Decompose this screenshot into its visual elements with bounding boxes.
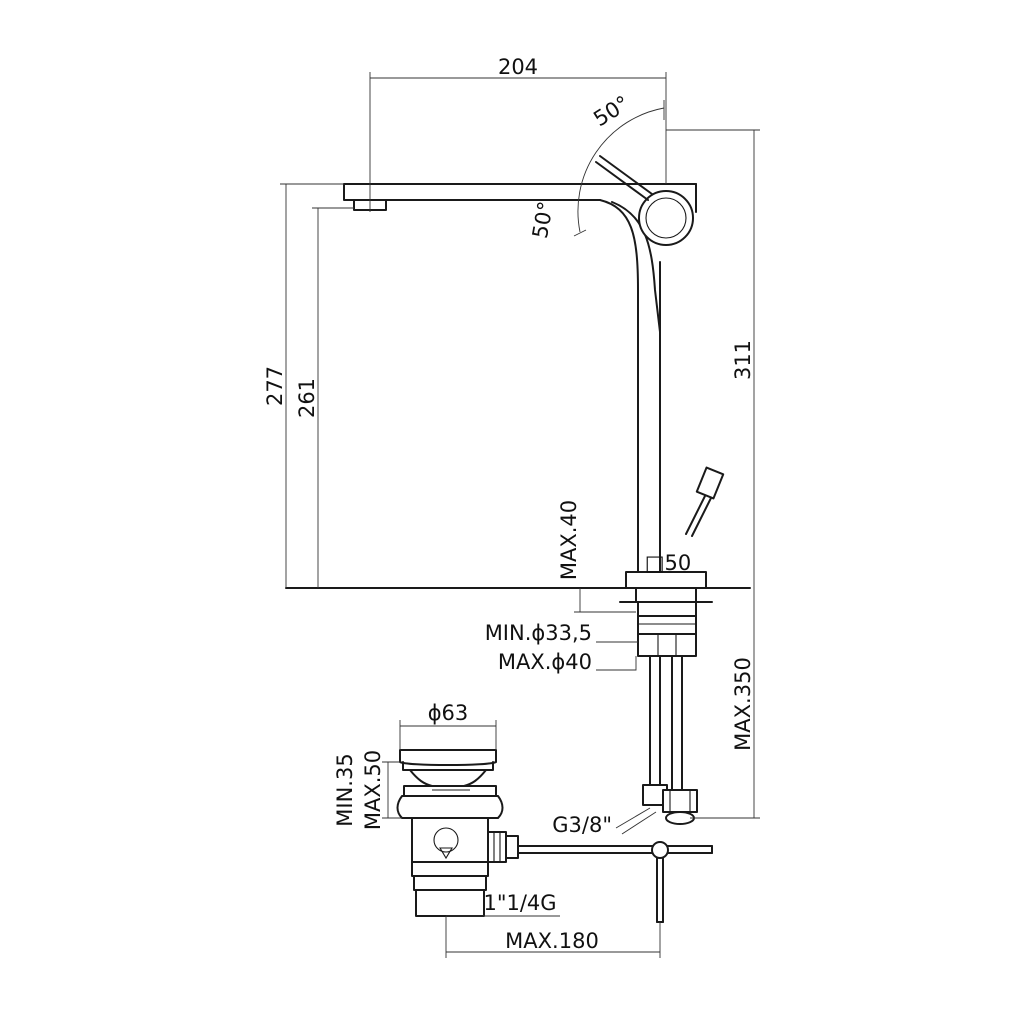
popup-drain (396, 749, 713, 923)
label-277: 277 (263, 366, 287, 406)
label-max-40: MAX.40 (557, 500, 581, 580)
label-max-hole: MAX.ϕ40 (498, 650, 592, 674)
label-diameter-63: ϕ63 (428, 701, 469, 725)
label-thread-114: 1"1/4G (483, 891, 556, 915)
dimension-lines (280, 72, 760, 958)
label-g38: G3/8" (552, 813, 612, 837)
label-204: 204 (498, 55, 538, 79)
label-261: 261 (295, 378, 319, 418)
label-angle-lower: 50° (528, 199, 558, 240)
mounting-base (285, 571, 751, 657)
label-max-50: MAX.50 (361, 750, 385, 830)
label-min-35: MIN.35 (333, 753, 357, 826)
label-311: 311 (731, 340, 755, 380)
label-max-350: MAX.350 (731, 657, 755, 751)
label-max-180: MAX.180 (505, 929, 599, 953)
faucet-outline (343, 155, 725, 573)
label-square-50: □50 (645, 551, 692, 575)
supply-hoses (642, 655, 698, 825)
label-angle-upper: 50° (589, 91, 633, 131)
dimension-labels: 204 50° 50° 277 261 311 MAX.40 □50 MIN.ϕ… (263, 55, 755, 953)
label-min-hole: MIN.ϕ33,5 (485, 621, 592, 645)
